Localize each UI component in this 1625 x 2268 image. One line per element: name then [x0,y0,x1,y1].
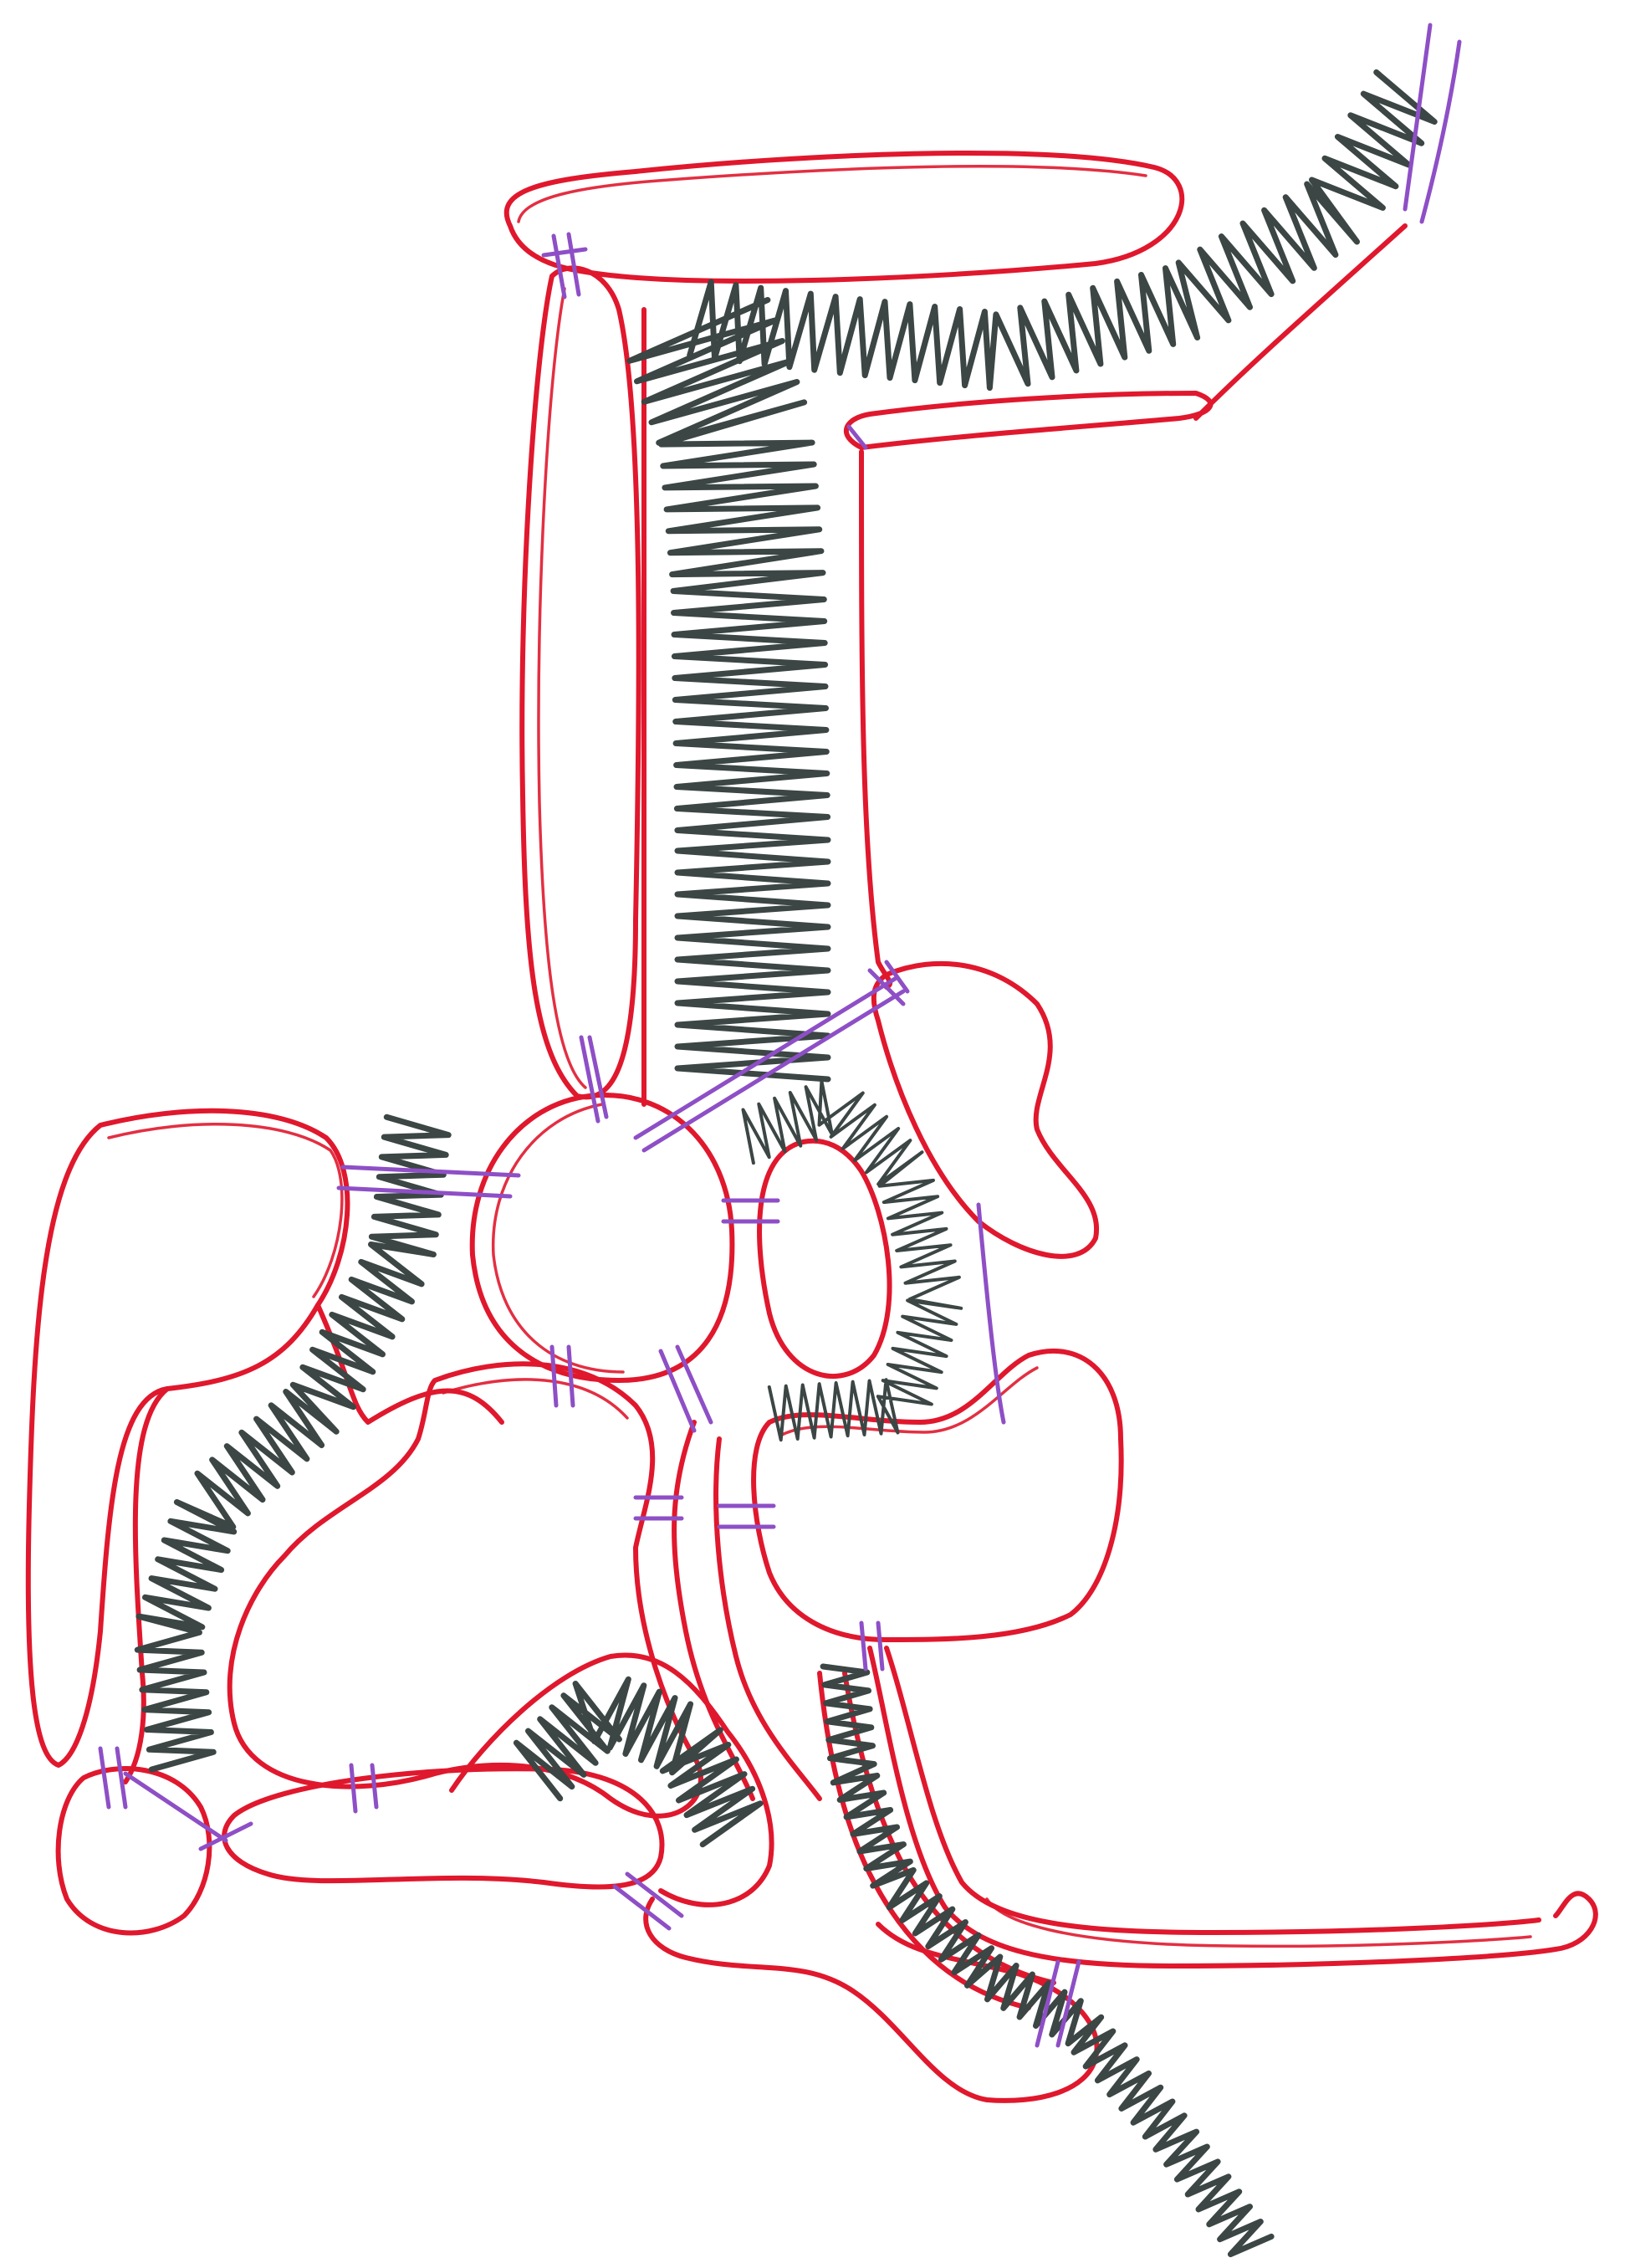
spring-upper-arm [690,72,1434,387]
vertical-capsule-echo [539,289,585,1088]
right-bean [759,1141,890,1376]
spring-main-column [630,300,828,1080]
center-round-chamber [473,1095,733,1380]
lower-right-arm-echo [987,1899,1530,1946]
upper-flap [874,964,1096,1257]
purple-connectors [100,25,1459,2045]
top-ellipse [507,153,1183,281]
right-lumpy-block [754,1351,1122,1640]
center-round-chamber-echo [493,1104,623,1372]
bottom-left-ball [59,1769,210,1933]
middle-cavity-echo [443,1380,627,1418]
left-big-lobe [28,1111,348,1765]
spring-left-lobe [137,1117,448,1769]
left-big-lobe-echo [109,1124,342,1297]
spring-center-arc [744,1081,962,1440]
dark-springs [137,72,1434,2254]
bottom-foot [646,1899,1096,2101]
lower-right-arm [870,1648,1596,1966]
spring-triangle [516,1679,760,1844]
upper-right-arm [846,393,1211,448]
connector-left-lobe [339,1167,519,1196]
